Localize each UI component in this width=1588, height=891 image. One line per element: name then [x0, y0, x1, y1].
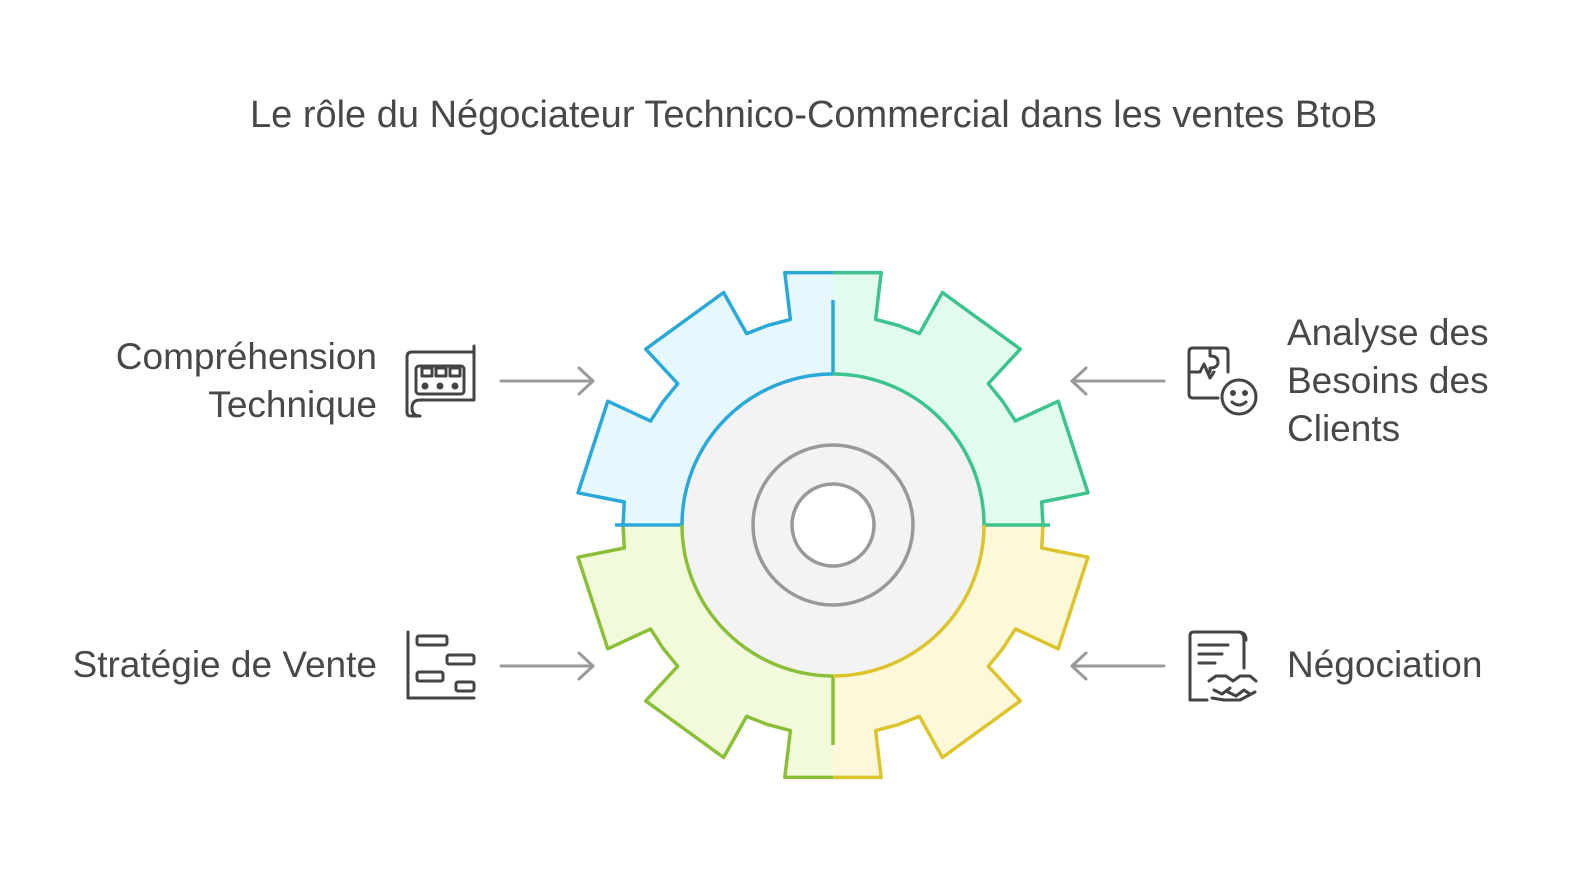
arrow-comprehension [499, 366, 595, 396]
label-line: Besoins des [1287, 360, 1489, 401]
label-line: Analyse des [1287, 312, 1489, 353]
analysis-client-icon [1187, 346, 1258, 416]
hub-arc [680, 372, 834, 526]
label-line: Technique [208, 384, 377, 425]
page-title: Le rôle du Négociateur Technico-Commerci… [250, 94, 1378, 136]
hub-hole [790, 482, 876, 568]
hub-ring [751, 443, 915, 607]
label-analyse-besoins: Analyse des Besoins des Clients [1287, 309, 1489, 453]
hub-arc [832, 372, 986, 526]
circuit-board-icon [405, 344, 476, 418]
arrow-negociation [1070, 651, 1166, 681]
label-comprehension-technique: Compréhension Technique [116, 333, 377, 429]
hub-arc [832, 524, 986, 678]
arrow-analyse [1070, 366, 1166, 396]
label-negociation: Négociation [1287, 641, 1482, 689]
label-line: Stratégie de Vente [72, 644, 377, 685]
label-line: Négociation [1287, 644, 1483, 685]
label-line: Compréhension [115, 336, 377, 377]
label-line: Clients [1287, 408, 1401, 449]
arrow-strategie [499, 651, 595, 681]
contract-handshake-icon [1188, 630, 1258, 702]
hub-arc [680, 524, 834, 678]
gantt-chart-icon [406, 630, 476, 700]
label-strategie-vente: Stratégie de Vente [73, 641, 377, 689]
